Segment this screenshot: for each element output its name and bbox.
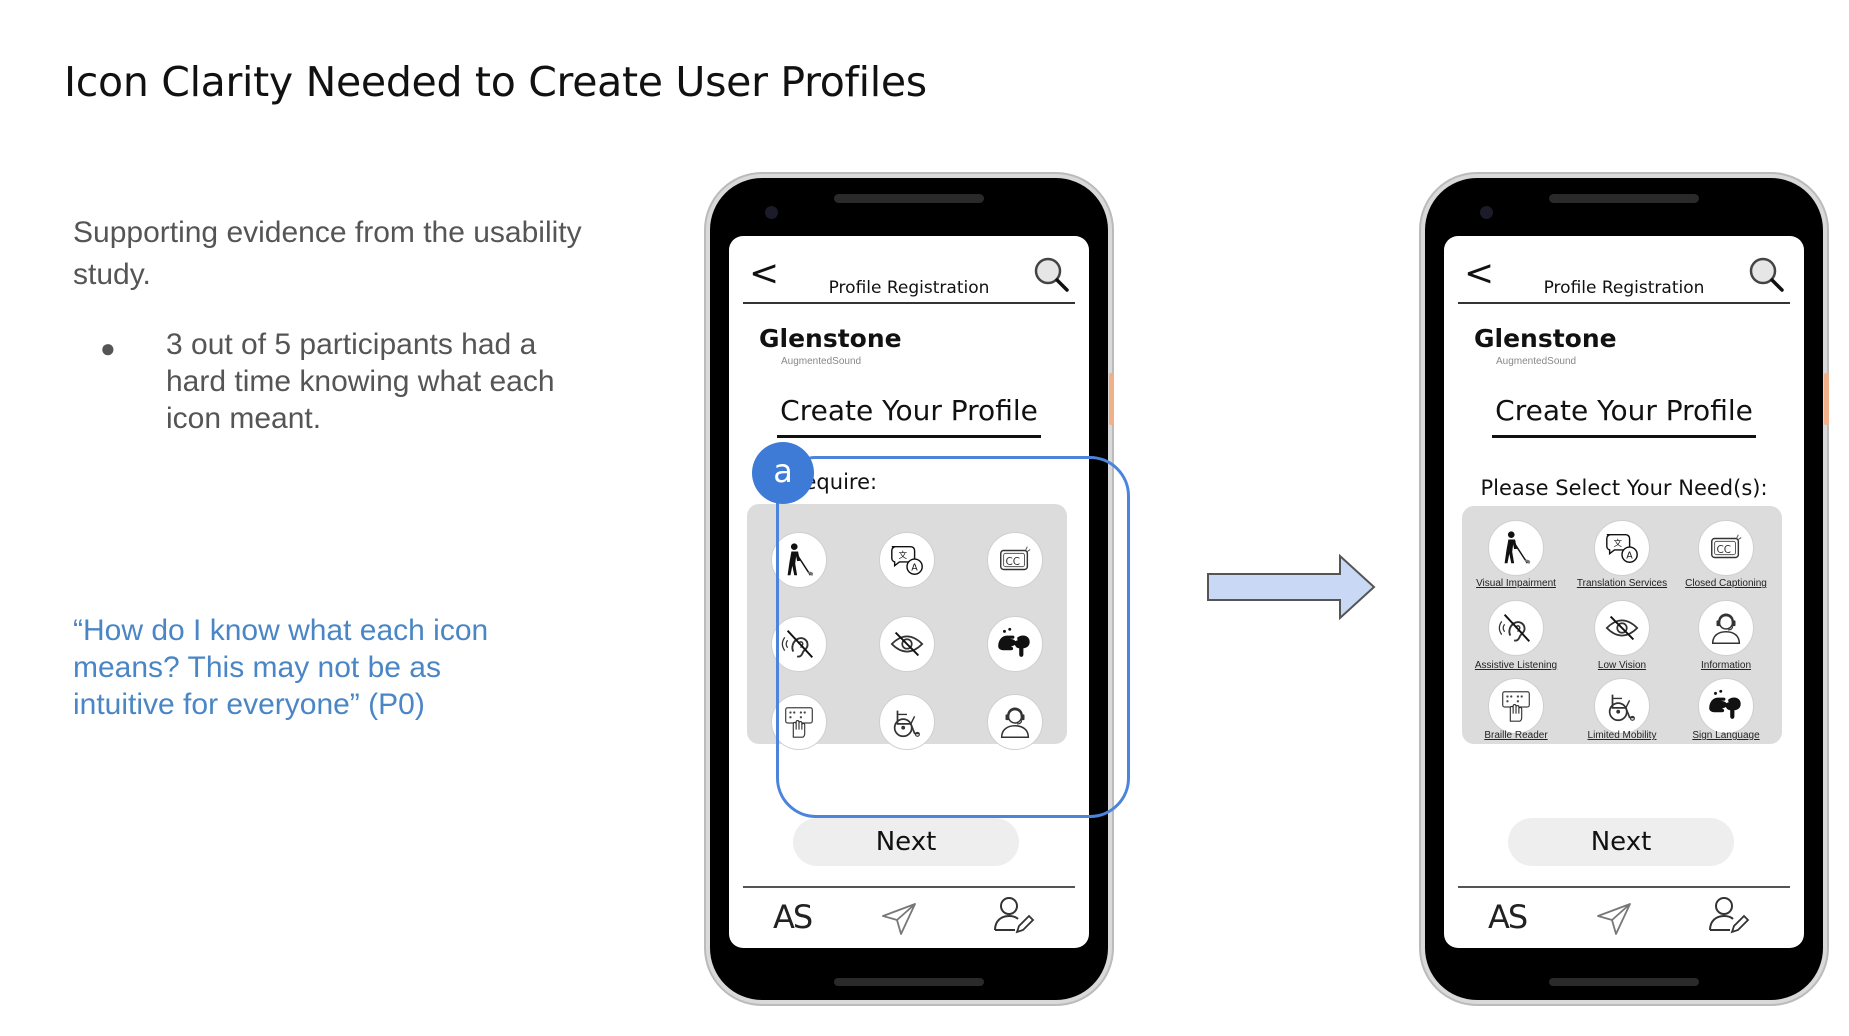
send-icon[interactable] xyxy=(1594,898,1634,938)
callout-badge: a xyxy=(752,442,814,504)
phone-bottom-bar xyxy=(1549,978,1699,986)
phone-speaker xyxy=(834,194,984,203)
phone-camera xyxy=(765,206,778,219)
low-vision-icon[interactable] xyxy=(879,616,935,672)
back-button[interactable]: < xyxy=(749,253,780,294)
brand-name: Glenstone xyxy=(1474,324,1617,353)
back-button[interactable]: < xyxy=(1464,253,1495,294)
information-icon[interactable] xyxy=(1698,600,1754,656)
select-needs-label: Please Select Your Need(s): xyxy=(1480,476,1768,500)
header-title: Profile Registration xyxy=(828,278,990,298)
create-profile-heading: Create Your Profile xyxy=(1495,394,1753,427)
header-divider xyxy=(1458,302,1790,304)
brand-subtitle: AugmentedSound xyxy=(781,356,862,367)
nav-home-logo[interactable]: AS xyxy=(773,898,813,936)
send-icon[interactable] xyxy=(879,898,919,938)
search-icon[interactable] xyxy=(1746,254,1786,294)
brand-subtitle: AugmentedSound xyxy=(1496,356,1577,367)
nav-divider xyxy=(743,886,1075,888)
slide-title: Icon Clarity Needed to Create User Profi… xyxy=(64,58,927,106)
phone-after: < Profile Registration Glenstone Augment… xyxy=(1425,178,1829,1000)
next-button[interactable]: Next xyxy=(1508,818,1734,866)
icon-grid xyxy=(747,504,1067,750)
sign-language-icon[interactable] xyxy=(1698,678,1754,734)
limited-mobility-icon[interactable] xyxy=(1594,678,1650,734)
profile-edit-icon[interactable] xyxy=(991,894,1035,938)
icon-caption: Translation Services xyxy=(1576,578,1668,589)
visual-impairment-icon[interactable] xyxy=(1488,520,1544,576)
icon-caption: Sign Language xyxy=(1692,730,1760,741)
heading-underline xyxy=(1492,435,1756,438)
arrow-right-icon xyxy=(1207,554,1376,620)
information-icon[interactable] xyxy=(987,694,1043,750)
assistive-listening-icon[interactable] xyxy=(771,616,827,672)
heading-underline xyxy=(777,435,1041,438)
profile-edit-icon[interactable] xyxy=(1706,894,1750,938)
icon-caption: Visual Impairment xyxy=(1476,578,1556,589)
create-profile-heading: Create Your Profile xyxy=(780,394,1038,427)
sign-language-icon[interactable] xyxy=(987,616,1043,672)
assistive-listening-icon[interactable] xyxy=(1488,600,1544,656)
phone-side-button xyxy=(1824,373,1829,425)
translation-services-icon[interactable] xyxy=(1594,520,1650,576)
limited-mobility-icon[interactable] xyxy=(879,694,935,750)
phone-screen: < Profile Registration Glenstone Augment… xyxy=(729,236,1089,948)
bullet-marker: ● xyxy=(100,333,116,363)
nav-home-logo[interactable]: AS xyxy=(1488,898,1528,936)
icon-caption: Information xyxy=(1700,660,1752,671)
callout-highlight xyxy=(776,456,1130,818)
braille-reader-icon[interactable] xyxy=(771,694,827,750)
evidence-heading: Supporting evidence from the usability s… xyxy=(73,216,582,291)
icon-grid: Visual Impairment Translation Services C… xyxy=(1462,506,1782,744)
phone-speaker xyxy=(1549,194,1699,203)
phone-bottom-bar xyxy=(834,978,984,986)
phone-side-button xyxy=(1109,373,1114,425)
brand-name: Glenstone xyxy=(759,324,902,353)
braille-reader-icon[interactable] xyxy=(1488,678,1544,734)
low-vision-icon[interactable] xyxy=(1594,600,1650,656)
header-title: Profile Registration xyxy=(1543,278,1705,298)
icon-caption: Assistive Listening xyxy=(1474,660,1558,671)
closed-captioning-icon[interactable] xyxy=(1698,520,1754,576)
icon-caption: Low Vision xyxy=(1597,660,1647,671)
closed-captioning-icon[interactable] xyxy=(987,532,1043,588)
visual-impairment-icon[interactable] xyxy=(771,532,827,588)
participant-quote: “How do I know what each icon means? Thi… xyxy=(73,614,489,721)
icon-caption: Limited Mobility xyxy=(1587,730,1657,741)
phone-camera xyxy=(1480,206,1493,219)
icon-caption: Braille Reader xyxy=(1484,730,1548,741)
icon-caption: Closed Captioning xyxy=(1685,578,1767,589)
header-divider xyxy=(743,302,1075,304)
bullet-text: 3 out of 5 participants had a hard time … xyxy=(166,328,555,435)
translation-services-icon[interactable] xyxy=(879,532,935,588)
next-button[interactable]: Next xyxy=(793,818,1019,866)
search-icon[interactable] xyxy=(1031,254,1071,294)
phone-screen: < Profile Registration Glenstone Augment… xyxy=(1444,236,1804,948)
nav-divider xyxy=(1458,886,1790,888)
